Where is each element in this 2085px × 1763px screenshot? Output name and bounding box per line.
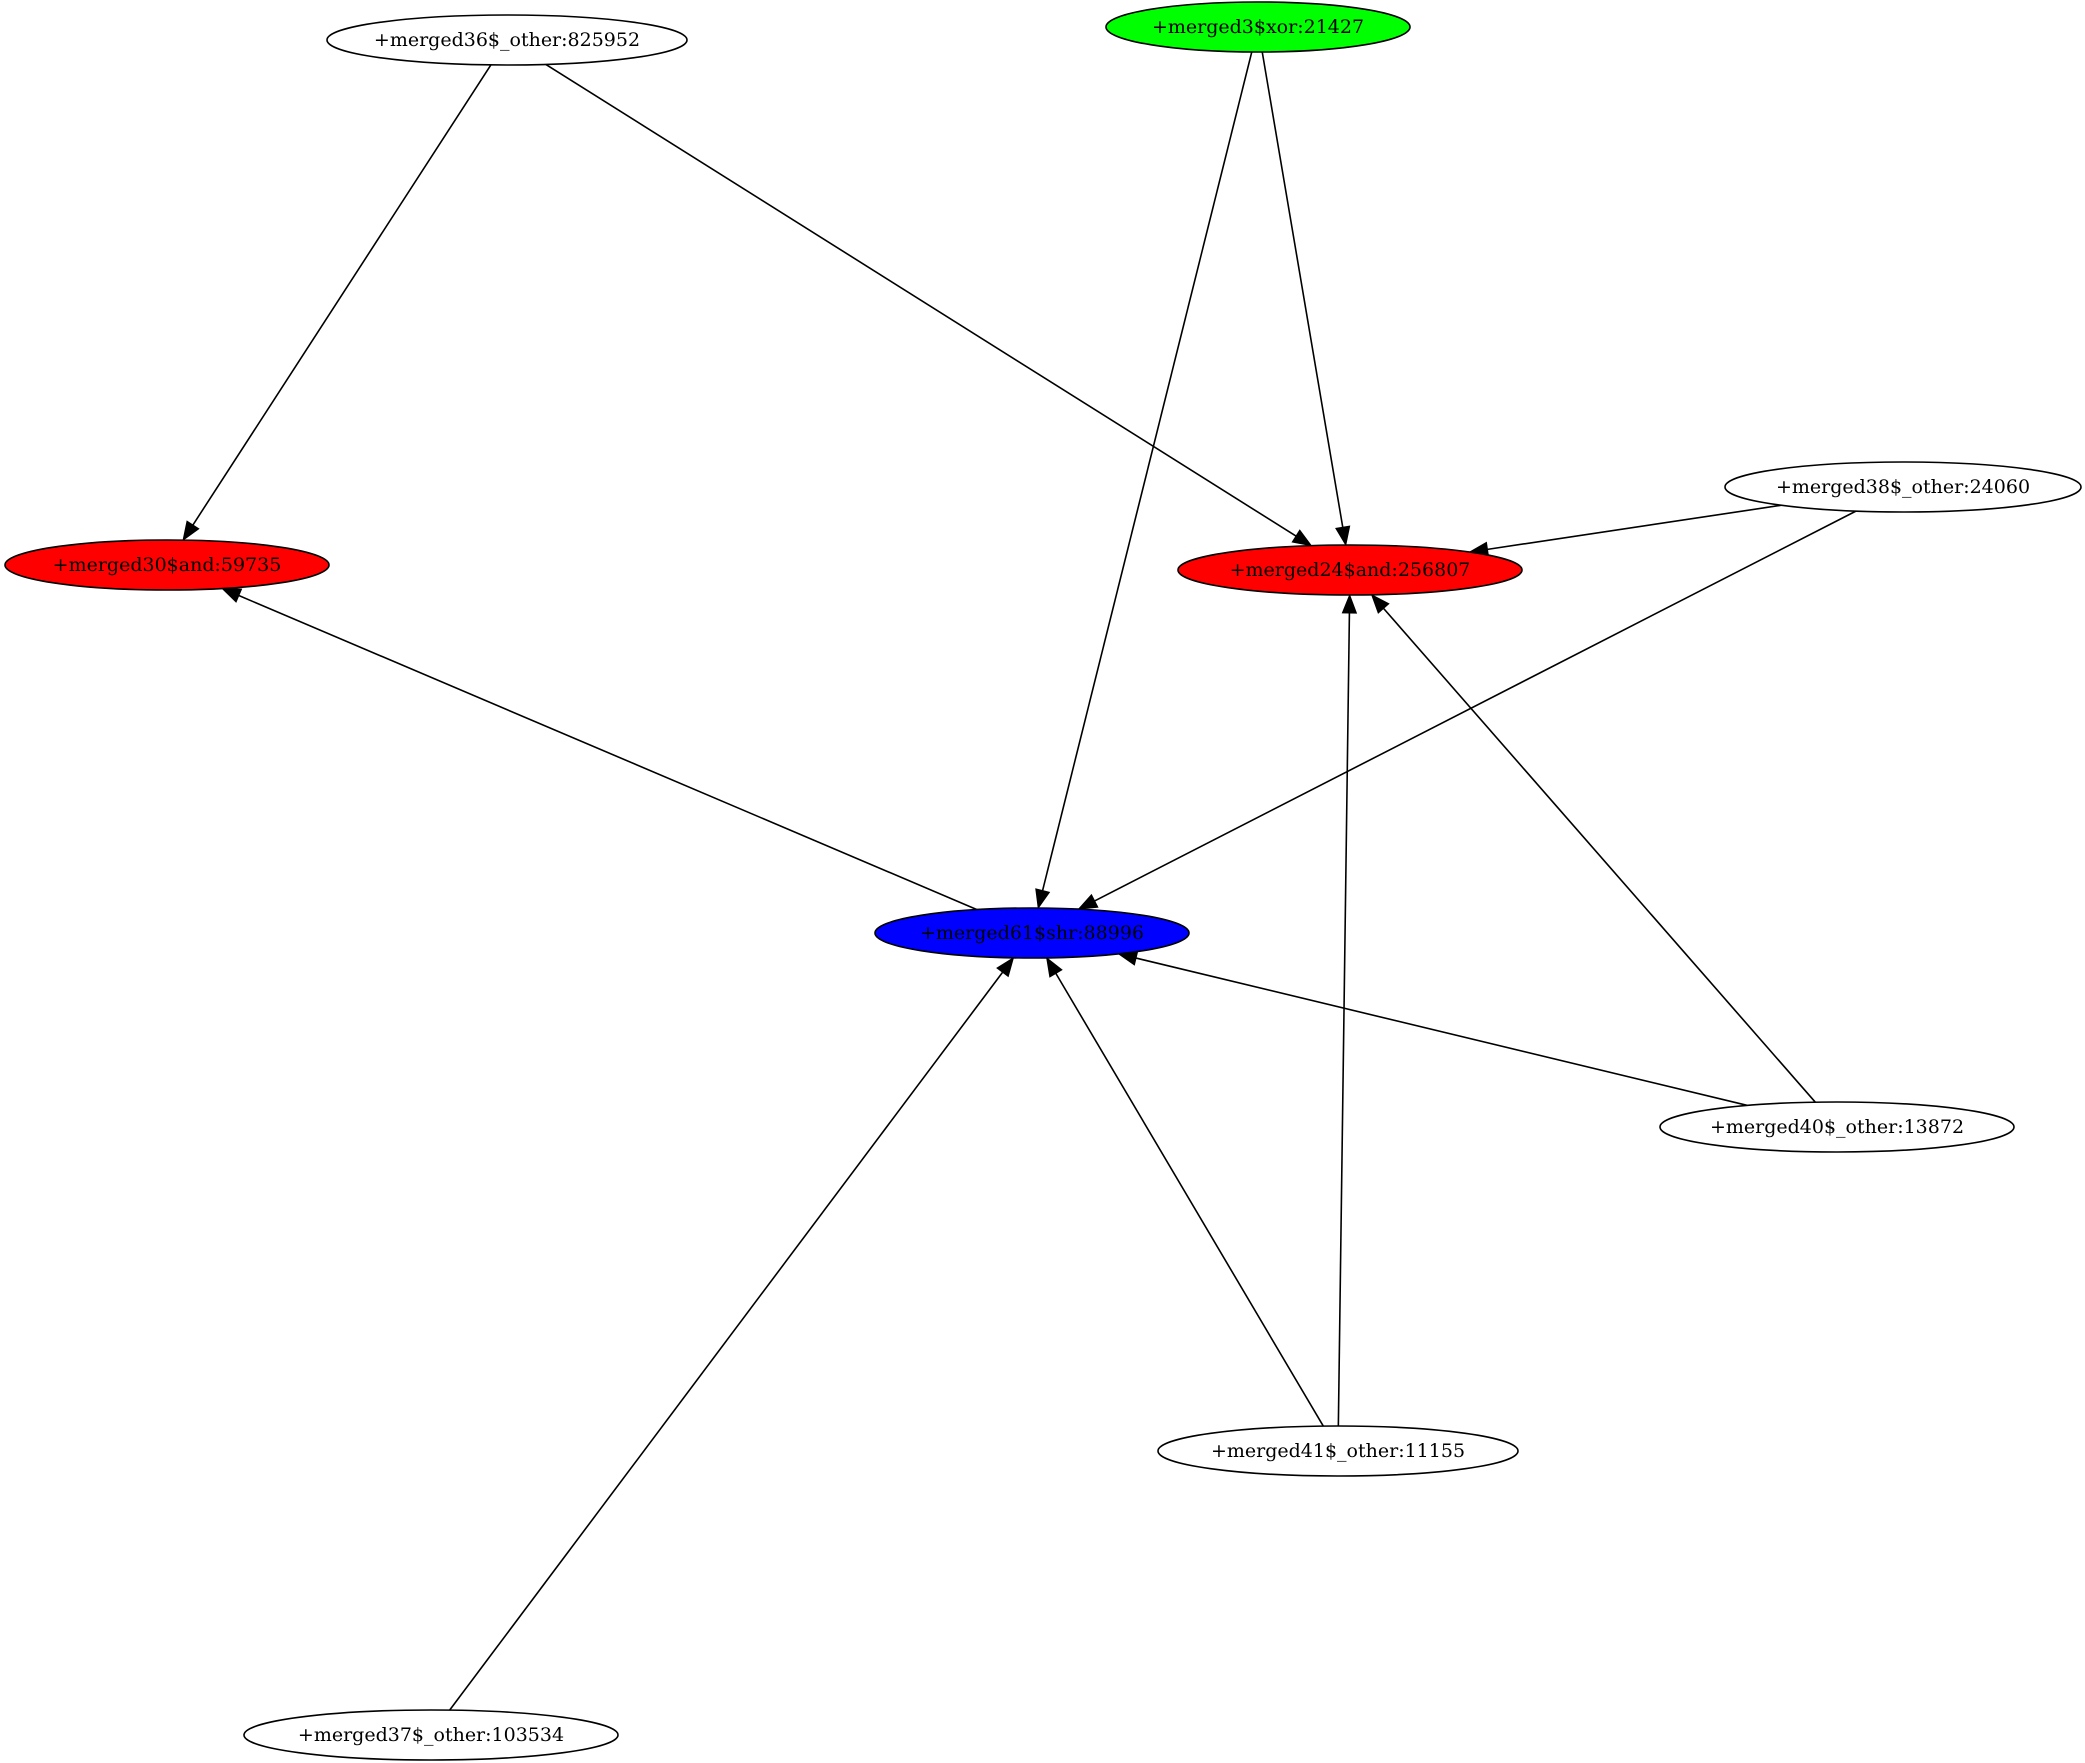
node-n3[interactable]: +merged3$xor:21427 [1105, 1, 1411, 53]
edge-n37-to-n61 [449, 971, 1004, 1711]
edge-n36-to-n30 [192, 64, 492, 526]
node-ellipse [1177, 544, 1523, 596]
node-n37[interactable]: +merged37$_other:103534 [243, 1709, 619, 1761]
node-label: +merged36$_other:825952 [374, 29, 640, 51]
node-n41[interactable]: +merged41$_other:11155 [1157, 1425, 1519, 1477]
node-ellipse [1105, 1, 1411, 53]
edge-n38-to-n61 [1094, 510, 1857, 902]
node-ellipse [1659, 1101, 2015, 1153]
node-n61[interactable]: +merged61$shr:88996 [874, 907, 1190, 959]
arrowhead-n3-to-n24 [1335, 525, 1351, 547]
arrowhead-n36-to-n24 [1291, 529, 1313, 547]
edge-n41-to-n61 [1055, 972, 1324, 1427]
edge-n3-to-n61 [1041, 51, 1253, 891]
node-n30[interactable]: +merged30$and:59735 [4, 539, 330, 591]
node-n40[interactable]: +merged40$_other:13872 [1659, 1101, 2015, 1153]
node-label: +merged37$_other:103534 [298, 1724, 564, 1746]
arrowhead-n38-to-n61 [1077, 893, 1099, 910]
node-ellipse [4, 539, 330, 591]
arrowhead-n61-to-n30 [220, 587, 243, 603]
node-ellipse [874, 907, 1190, 959]
arrowhead-n41-to-n24 [1341, 593, 1358, 614]
node-n38[interactable]: +merged38$_other:24060 [1724, 461, 2082, 513]
node-n36[interactable]: +merged36$_other:825952 [326, 14, 688, 66]
nodes-layer: +merged36$_other:825952 +merged3$xor:2142… [4, 1, 2082, 1761]
node-label: +merged61$shr:88996 [920, 922, 1144, 944]
edge-n40-to-n24 [1382, 607, 1816, 1103]
edge-n3-to-n24 [1261, 51, 1344, 528]
node-label: +merged41$_other:11155 [1211, 1440, 1465, 1462]
node-label: +merged30$and:59735 [53, 554, 282, 576]
edge-n38-to-n24 [1487, 504, 1782, 551]
node-ellipse [243, 1709, 619, 1761]
arrowhead-n37-to-n61 [996, 956, 1015, 978]
arrowhead-n41-to-n61 [1046, 956, 1063, 978]
edge-n36-to-n24 [545, 63, 1297, 537]
node-ellipse [1157, 1425, 1519, 1477]
node-ellipse [326, 14, 688, 66]
node-label: +merged38$_other:24060 [1776, 476, 2030, 498]
edge-n40-to-n61 [1135, 957, 1748, 1107]
edge-n61-to-n30 [238, 594, 978, 911]
node-ellipse [1724, 461, 2082, 513]
node-label: +merged40$_other:13872 [1710, 1116, 1964, 1138]
node-n24[interactable]: +merged24$and:256807 [1177, 544, 1523, 596]
arrowhead-n3-to-n61 [1035, 888, 1051, 910]
node-label: +merged3$xor:21427 [1152, 16, 1364, 38]
edges-layer [182, 51, 1857, 1711]
edge-n41-to-n24 [1337, 612, 1351, 1427]
node-label: +merged24$and:256807 [1230, 559, 1471, 581]
arrowhead-n40-to-n24 [1370, 593, 1390, 614]
arrowhead-n36-to-n30 [182, 520, 200, 542]
